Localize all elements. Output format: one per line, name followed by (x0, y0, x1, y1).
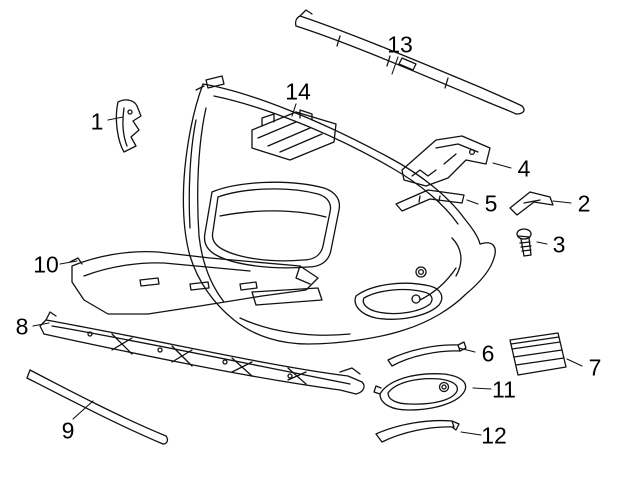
part-3-bolt-illustration (516, 228, 532, 257)
callout-10[interactable]: 10 (33, 251, 59, 278)
part-10-lower-cover-illustration (69, 250, 319, 315)
callout-9[interactable]: 9 (61, 417, 75, 444)
callout-1[interactable]: 1 (90, 108, 104, 135)
callout-2[interactable]: 2 (577, 190, 591, 217)
part-9-trim-strip-illustration (26, 369, 169, 445)
part-14-bracket-illustration (251, 109, 337, 161)
callout-8[interactable]: 8 (15, 313, 29, 340)
part-12-molding-illustration (375, 419, 460, 443)
part-6-molding-illustration (387, 341, 467, 367)
part-7-panel-illustration (509, 332, 567, 376)
bumper-cover-illustration (182, 75, 496, 345)
callout-7[interactable]: 7 (588, 354, 602, 381)
part-5-strip-illustration (395, 189, 465, 212)
part-8-under-panel-illustration (39, 311, 365, 395)
callout-6[interactable]: 6 (481, 340, 495, 367)
callout-4[interactable]: 4 (517, 155, 531, 182)
leader-lines (32, 56, 583, 436)
part-4-bracket-illustration (401, 135, 491, 187)
part-1-side-bracket-illustration (115, 99, 142, 153)
callout-14[interactable]: 14 (285, 78, 311, 105)
part-13-upper-reinforcement-illustration (294, 9, 525, 115)
callout-11[interactable]: 11 (492, 376, 516, 403)
callout-5[interactable]: 5 (484, 190, 498, 217)
part-2-bracket-illustration (509, 191, 554, 216)
part-11-fog-bezel-illustration (373, 373, 467, 411)
callout-13[interactable]: 13 (387, 31, 413, 58)
callout-12[interactable]: 12 (481, 422, 507, 449)
callout-3[interactable]: 3 (552, 231, 566, 258)
